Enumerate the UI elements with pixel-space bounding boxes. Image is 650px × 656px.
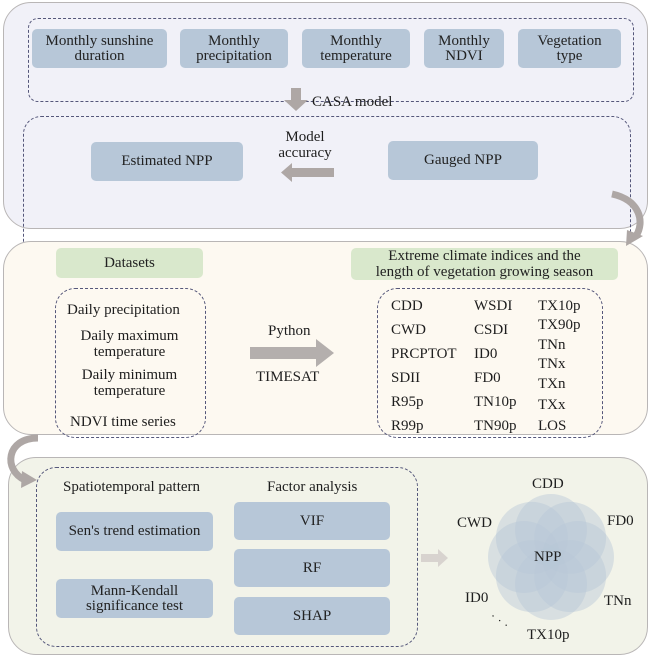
- index-item: TNx: [538, 356, 566, 372]
- flower-petal: [495, 501, 568, 574]
- index-item: LOS: [538, 418, 567, 434]
- index-item: WSDI: [474, 298, 513, 314]
- shap-box: SHAP: [234, 597, 390, 635]
- input-variables-group: [28, 18, 634, 102]
- factor-analysis-title: Factor analysis: [267, 479, 358, 495]
- index-item: PRCPTOT: [391, 346, 457, 362]
- dataset-daily-precipitation: Daily precipitation: [67, 302, 180, 318]
- flower-petal: [534, 540, 607, 613]
- casa-model-label: CASA model: [312, 94, 393, 110]
- gauged-npp-box: Gauged NPP: [388, 141, 538, 180]
- flower-petal: [495, 540, 568, 613]
- datasets-title: Datasets: [56, 248, 203, 278]
- indices-group: [377, 288, 603, 438]
- index-item: R99p: [391, 418, 424, 434]
- analysis-right-arrow: [421, 549, 448, 567]
- index-item: CSDI: [474, 322, 509, 338]
- index-item: FD0: [474, 370, 501, 386]
- petal-label-cdd: CDD: [532, 476, 564, 492]
- petal-label-fd0: FD0: [607, 513, 634, 529]
- npp-factor-flower: [488, 494, 614, 620]
- index-item: TNn: [538, 337, 566, 353]
- timesat-label: TIMESAT: [256, 369, 320, 385]
- sens-trend-box: Sen's trend estimation: [56, 512, 213, 551]
- petal-label-cwd: CWD: [457, 515, 492, 531]
- flower-petal: [515, 494, 587, 566]
- curved-arrow-section2-to-3: [7, 434, 39, 488]
- index-item: TN90p: [474, 418, 517, 434]
- index-item: CWD: [391, 322, 426, 338]
- estimated-npp-box: Estimated NPP: [91, 142, 243, 181]
- flower-center-npp: NPP: [534, 549, 562, 565]
- dataset-ndvi-time-series: NDVI time series: [70, 414, 176, 430]
- petal-label-tnn: TNn: [604, 593, 632, 609]
- flower-petal: [542, 521, 614, 593]
- petal-label-id0: ID0: [465, 590, 489, 606]
- index-item: TX90p: [538, 317, 581, 333]
- index-item: TN10p: [474, 394, 517, 410]
- datasets-group: [55, 288, 206, 438]
- flower-petal: [534, 501, 607, 574]
- flower-petal: [515, 548, 587, 620]
- petal-label-tx10p: TX10p: [527, 627, 570, 643]
- index-item: SDII: [391, 370, 421, 386]
- rf-box: RF: [234, 549, 390, 587]
- index-item: TXx: [538, 397, 566, 413]
- index-item: CDD: [391, 298, 423, 314]
- curved-arrow-section1-to-2: [611, 190, 644, 246]
- accuracy-left-arrow: [281, 163, 334, 182]
- index-item: R95p: [391, 394, 424, 410]
- index-item: ID0: [474, 346, 498, 362]
- spatiotemporal-pattern-title: Spatiotemporal pattern: [63, 479, 201, 495]
- index-item: TX10p: [538, 298, 581, 314]
- vif-box: VIF: [234, 502, 390, 540]
- index-item: TXn: [538, 376, 566, 392]
- analysis-methods-group: [36, 467, 418, 647]
- flower-petal: [488, 521, 560, 593]
- processing-right-arrow: [250, 339, 334, 367]
- python-label: Python: [268, 323, 311, 339]
- casa-down-arrow: [284, 88, 308, 111]
